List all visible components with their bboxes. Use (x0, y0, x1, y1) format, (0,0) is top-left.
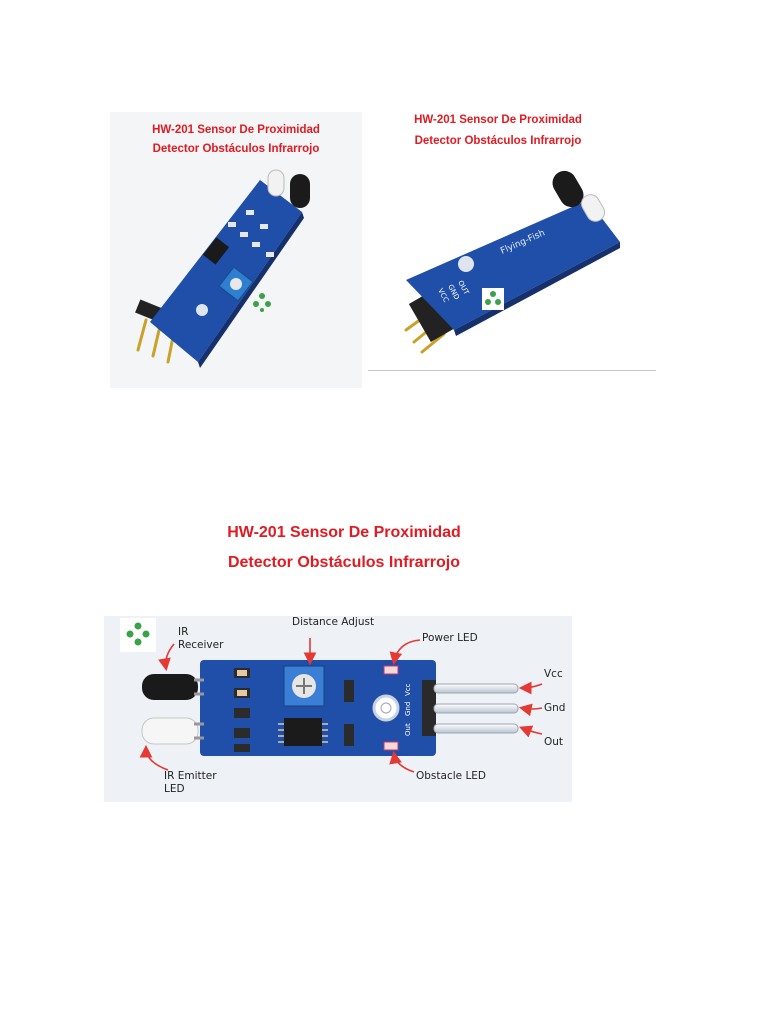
photo-right-title-1: HW-201 Sensor De Proximidad (414, 114, 582, 126)
ir-emitter (141, 717, 199, 745)
label-out: Out (544, 736, 564, 748)
label-vcc: Vcc (544, 668, 563, 680)
svg-text:Gnd: Gnd (404, 702, 412, 716)
label-ir-receiver: IR Receiver (178, 626, 224, 651)
pcb-board (200, 660, 436, 756)
logo-icon (120, 618, 156, 652)
photo-left-title-1: HW-201 Sensor De Proximidad (152, 124, 320, 136)
diagram-title-1: HW-201 Sensor De Proximidad (227, 524, 461, 541)
label-power-led: Power LED (422, 632, 478, 644)
svg-text:Out: Out (404, 723, 412, 736)
label-ir-emitter: IR Emitter LED (164, 770, 217, 795)
svg-text:Vcc: Vcc (404, 683, 412, 696)
photo-left-title-2: Detector Obstáculos Infrarrojo (152, 143, 320, 155)
label-gnd: Gnd (544, 702, 566, 714)
label-obstacle-led: Obstacle LED (416, 770, 487, 782)
diagram-drawing: Vcc Gnd Out (120, 618, 543, 773)
sensor-photo-back: Flying-Fish VCC GND OUT (404, 170, 620, 354)
label-distance-adjust: Distance Adjust (292, 616, 375, 628)
photo-left: HW-201 Sensor De Proximidad Detector Obs… (110, 112, 362, 388)
sensor-photo-angled (135, 169, 310, 368)
pinout-diagram: HW-201 Sensor De Proximidad Detector Obs… (104, 516, 584, 828)
ic-chip (284, 718, 322, 746)
photo-right: HW-201 Sensor De Proximidad Detector Obs… (368, 104, 656, 371)
power-led (383, 665, 399, 675)
ir-receiver (142, 674, 198, 700)
arrow-icon (139, 638, 543, 773)
diagram-title-2: Detector Obstáculos Infrarrojo (227, 554, 461, 571)
photo-right-title-2: Detector Obstáculos Infrarrojo (414, 135, 582, 147)
obstacle-led (383, 741, 399, 751)
logo-icon (253, 293, 271, 312)
logo-icon (482, 288, 504, 310)
